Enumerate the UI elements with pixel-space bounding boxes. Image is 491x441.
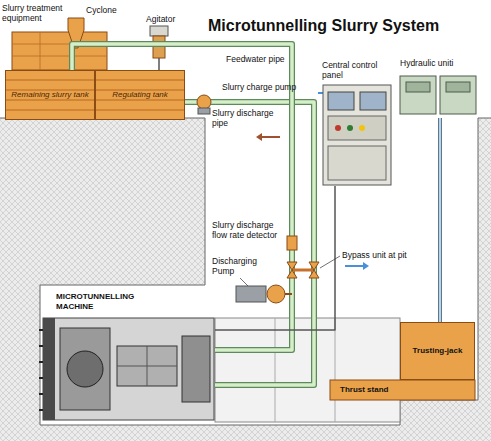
- node-shape: [42, 316, 215, 422]
- node-shape: [398, 72, 478, 118]
- leader-line: [240, 278, 248, 286]
- hose-core: [439, 118, 441, 322]
- control-panel: Central control panel: [322, 60, 392, 186]
- part-label: Feedwater pipe: [226, 54, 306, 64]
- hydraulic-hose: [440, 118, 441, 322]
- pump-motor: [236, 286, 266, 302]
- slurry-tank: Remaining slurry tank: [5, 70, 95, 120]
- pipe-joints: [275, 318, 335, 422]
- treatment-equipment: [12, 32, 107, 70]
- charge-pump: [197, 95, 211, 109]
- thrust-stand: [330, 380, 475, 400]
- cabinet-knob: [335, 125, 341, 131]
- cutter-teeth: [39, 330, 43, 410]
- machine-steering: [182, 336, 210, 402]
- hydraulic-box: [400, 76, 436, 114]
- machine-motor: [67, 351, 103, 387]
- flow-arrow-head: [363, 262, 369, 270]
- flow-rate-detector: [287, 236, 297, 250]
- part-label: Slurry charge pump: [222, 82, 314, 92]
- charge-pump-base: [198, 108, 210, 114]
- cabinet-desk: [328, 146, 386, 180]
- leader-line: [320, 256, 340, 268]
- part-label: Slurry discharge flow rate detector: [212, 220, 288, 240]
- machine-detail: [117, 346, 177, 386]
- part-label: Slurry discharge pipe: [212, 108, 288, 128]
- diagram-title: Microtunnelling Slurry System: [208, 16, 439, 36]
- agitator-motor: [150, 26, 168, 36]
- bypass-valve: [309, 262, 319, 278]
- cabinet-body: [323, 85, 391, 185]
- tank-label: Regulating tank: [110, 90, 170, 100]
- bypass-valve: [287, 262, 297, 278]
- hydraulic-unit: Hydraulic uniti: [398, 58, 478, 118]
- part-label: Discharging Pump: [212, 256, 268, 276]
- pit-and-tunnel: [40, 118, 478, 425]
- part-label: Slurry treatment equipment: [2, 3, 74, 23]
- hose-outline: [438, 118, 442, 322]
- part-label: Cyclone: [86, 5, 136, 15]
- flow-arrow: [345, 265, 363, 267]
- jacking-pipe: [215, 318, 400, 422]
- cabinet-screen: [328, 92, 354, 110]
- tank-label: Remaining slurry tank: [9, 90, 90, 100]
- cabinet-screen: [360, 92, 386, 110]
- flow-arrow: [262, 136, 280, 138]
- node-heading: MICROTUNNELLING MACHINE: [56, 292, 166, 312]
- tunnelling-machine: MICROTUNNELLING MACHINE: [42, 292, 215, 422]
- machine-chamber: [60, 328, 110, 410]
- thrust-jack: Trusting-jack: [400, 322, 475, 380]
- machine-gear: [117, 346, 177, 386]
- bypass-pipe: [292, 269, 314, 272]
- cabinet-panel: [328, 116, 386, 140]
- slurry-tank: Regulating tank: [95, 70, 185, 120]
- part-label: Bypass unit at pit: [342, 250, 432, 260]
- jack-label: Trusting-jack: [411, 346, 465, 356]
- equipment-frame: [12, 32, 107, 70]
- machine-shell: [43, 318, 214, 420]
- hydraulic-box: [440, 76, 476, 114]
- part-label: Agitator: [146, 14, 196, 24]
- node-shape: [322, 84, 392, 186]
- pit-wall: [40, 118, 478, 425]
- node-heading: Central control panel: [322, 60, 392, 80]
- hydraulic-gauge: [446, 82, 470, 92]
- cutter-head: [43, 318, 55, 420]
- node-heading: Hydraulic uniti: [400, 58, 478, 68]
- flow-arrow-head: [256, 133, 262, 141]
- pump-pipe: [285, 293, 292, 295]
- cabinet-knob: [347, 125, 353, 131]
- cabinet-knob: [359, 125, 365, 131]
- soil: [0, 118, 491, 441]
- discharging-pump: [267, 285, 285, 303]
- agitator-shaft: [158, 58, 160, 70]
- hydraulic-gauge: [406, 82, 430, 92]
- part-label-bold: Thrust stand: [340, 385, 420, 395]
